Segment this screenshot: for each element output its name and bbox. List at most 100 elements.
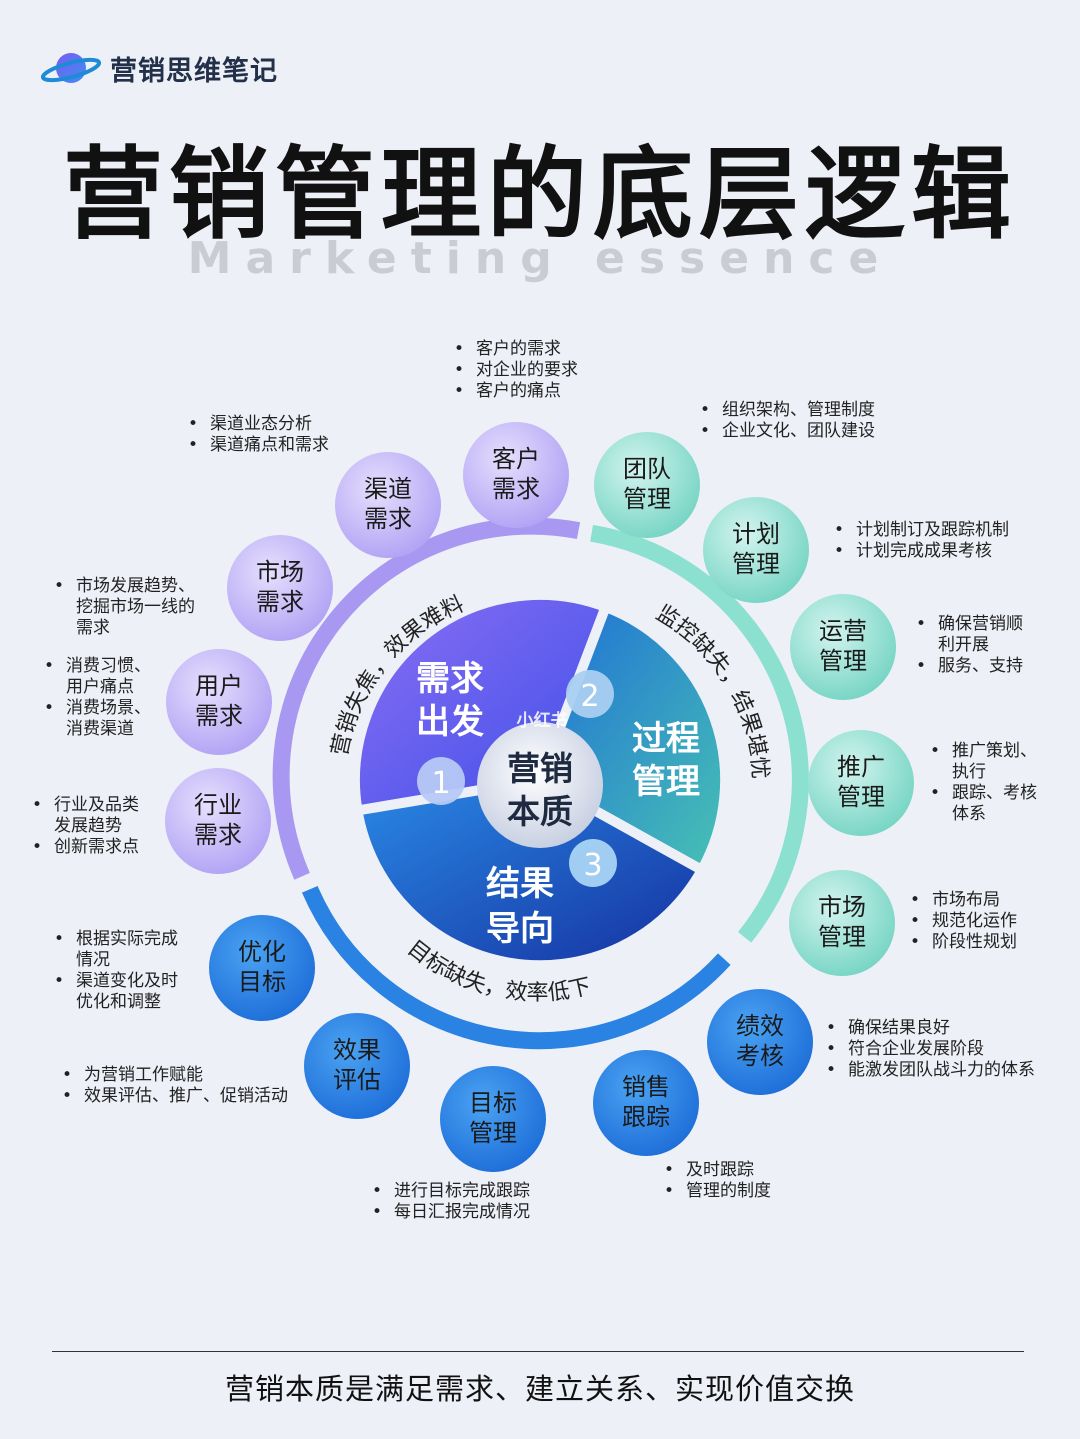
note-item: 创新需求点 [28, 837, 139, 858]
note-item: 企业文化、团队建设 [696, 421, 875, 442]
note-item: 根据实际完成 情况 [50, 929, 178, 971]
note-item: 渠道变化及时 优化和调整 [50, 971, 178, 1013]
bubble-operation-label-2: 管理 [819, 647, 867, 675]
notes-industry: 行业及品类 发展趋势 创新需求点 [28, 795, 139, 858]
footer-divider [52, 1351, 1024, 1352]
note-item: 确保营销顺 利开展 [912, 614, 1023, 656]
bubble-operation: 运营 管理 [790, 594, 896, 700]
bubble-channel: 渠道 需求 [335, 452, 441, 558]
bubble-target-label-2: 管理 [469, 1119, 517, 1147]
number-badge-3 [569, 839, 617, 887]
note-item: 符合企业发展阶段 [822, 1039, 1035, 1060]
bubble-evaluation: 效果 评估 [304, 1013, 410, 1119]
notes-optimize: 根据实际完成 情况 渠道变化及时 优化和调整 [50, 929, 178, 1013]
bubble-plan-label-1: 计划 [732, 520, 780, 548]
bubble-user-label-1: 用户 [195, 672, 243, 700]
notes-operation: 确保营销顺 利开展 服务、支持 [912, 614, 1023, 677]
watermark: 小红书 [517, 710, 568, 731]
bubble-channel-label-2: 需求 [364, 505, 412, 533]
notes-sales: 及时跟踪 管理的制度 [660, 1160, 771, 1202]
note-item: 计划完成成果考核 [830, 541, 1009, 562]
bubble-plan-label-2: 管理 [732, 550, 780, 578]
bubble-team-label-1: 团队 [623, 455, 671, 483]
segment-demand-label-1: 需求 [416, 659, 484, 699]
note-item: 推广策划、 执行 [926, 741, 1037, 783]
bubble-market-mgmt-label-2: 管理 [818, 923, 866, 951]
bubble-team-label-2: 管理 [623, 485, 671, 513]
number-2: 2 [580, 679, 599, 714]
bubble-plan: 计划 管理 [703, 497, 809, 603]
segment-process-label-2: 管理 [632, 762, 700, 802]
page-title: 营销管理的底层逻辑 [63, 136, 1017, 253]
center-label-2: 本质 [507, 792, 573, 831]
bubble-performance-label-1: 绩效 [736, 1012, 784, 1040]
note-item: 管理的制度 [660, 1181, 771, 1202]
note-item: 规范化运作 [906, 911, 1017, 932]
note-item: 市场布局 [906, 890, 1017, 911]
brand: 营销思维笔记 [40, 46, 278, 90]
notes-evaluation: 为营销工作赋能 效果评估、推广、促销活动 [58, 1065, 288, 1107]
note-item: 进行目标完成跟踪 [368, 1181, 530, 1202]
notes-market-mgmt: 市场布局 规范化运作 阶段性规划 [906, 890, 1017, 953]
note-item: 跟踪、考核 体系 [926, 783, 1037, 825]
bubble-operation-label-1: 运营 [819, 617, 867, 645]
number-3: 3 [583, 848, 602, 883]
segment-result-label-2: 导向 [486, 909, 554, 949]
brand-name: 营销思维笔记 [110, 55, 278, 87]
bubble-optimize-label-1: 优化 [238, 938, 286, 966]
bubble-industry: 行业 需求 [165, 768, 271, 874]
segment-demand-label-2: 出发 [416, 702, 484, 742]
note-item: 能激发团队战斗力的体系 [822, 1060, 1035, 1081]
planet-logo-icon [40, 53, 102, 83]
bubble-market-mgmt: 市场 管理 [789, 870, 895, 976]
note-item: 行业及品类 发展趋势 [28, 795, 139, 837]
bubble-customer-label-1: 客户 [492, 445, 540, 473]
notes-promotion: 推广策划、 执行 跟踪、考核 体系 [926, 741, 1037, 825]
segment-process-label-1: 过程 [632, 719, 700, 759]
bubble-industry-label-1: 行业 [194, 791, 242, 819]
note-item: 服务、支持 [912, 656, 1023, 677]
bubble-performance-label-2: 考核 [736, 1042, 784, 1070]
number-1: 1 [431, 766, 450, 801]
page-subtitle: Marketing essence [187, 233, 893, 284]
note-item: 计划制订及跟踪机制 [830, 520, 1009, 541]
center-label-1: 营销 [507, 749, 573, 788]
bubble-evaluation-label-2: 评估 [333, 1066, 381, 1094]
bubble-user-label-2: 需求 [195, 702, 243, 730]
outer-arc-process [590, 524, 809, 943]
bubble-customer-label-2: 需求 [492, 475, 540, 503]
bubble-optimize: 优化 目标 [209, 915, 315, 1021]
segment-result-label-1: 结果 [486, 864, 554, 904]
note-item: 为营销工作赋能 [58, 1065, 288, 1086]
notes-performance: 确保结果良好 符合企业发展阶段 能激发团队战斗力的体系 [822, 1018, 1035, 1081]
bubble-target-label-1: 目标 [469, 1089, 517, 1117]
bubble-promotion-label-2: 管理 [837, 783, 885, 811]
center-circle [477, 722, 603, 848]
bubble-channel-label-1: 渠道 [364, 475, 412, 503]
note-item: 消费习惯、 用户痛点 [40, 656, 151, 698]
bubble-target: 目标 管理 [440, 1066, 546, 1172]
bubble-sales-label-2: 跟踪 [622, 1103, 670, 1131]
note-item: 渠道痛点和需求 [184, 435, 329, 456]
notes-user: 消费习惯、 用户痛点 消费场景、 消费渠道 [40, 656, 151, 740]
note-item: 组织架构、管理制度 [696, 400, 875, 421]
bubble-team: 团队 管理 [594, 432, 700, 538]
bubble-sales: 销售 跟踪 [593, 1050, 699, 1156]
number-badge-1 [417, 757, 465, 805]
bubble-industry-label-2: 需求 [194, 821, 242, 849]
notes-target: 进行目标完成跟踪 每日汇报完成情况 [368, 1181, 530, 1223]
footer-summary: 营销本质是满足需求、建立关系、实现价值交换 [224, 1372, 855, 1406]
note-item: 客户的需求 [450, 339, 578, 360]
bubble-promotion-label-1: 推广 [837, 753, 885, 781]
bubble-promotion: 推广 管理 [808, 730, 914, 836]
bubble-market-demand-label-1: 市场 [256, 558, 304, 586]
note-item: 渠道业态分析 [184, 414, 329, 435]
notes-team: 组织架构、管理制度 企业文化、团队建设 [696, 400, 875, 442]
bubble-performance: 绩效 考核 [707, 989, 813, 1095]
outer-arc-result [301, 885, 731, 1050]
note-item: 及时跟踪 [660, 1160, 771, 1181]
notes-channel: 渠道业态分析 渠道痛点和需求 [184, 414, 329, 456]
bubble-market-demand: 市场 需求 [227, 535, 333, 641]
outer-arc-demand [272, 517, 581, 880]
